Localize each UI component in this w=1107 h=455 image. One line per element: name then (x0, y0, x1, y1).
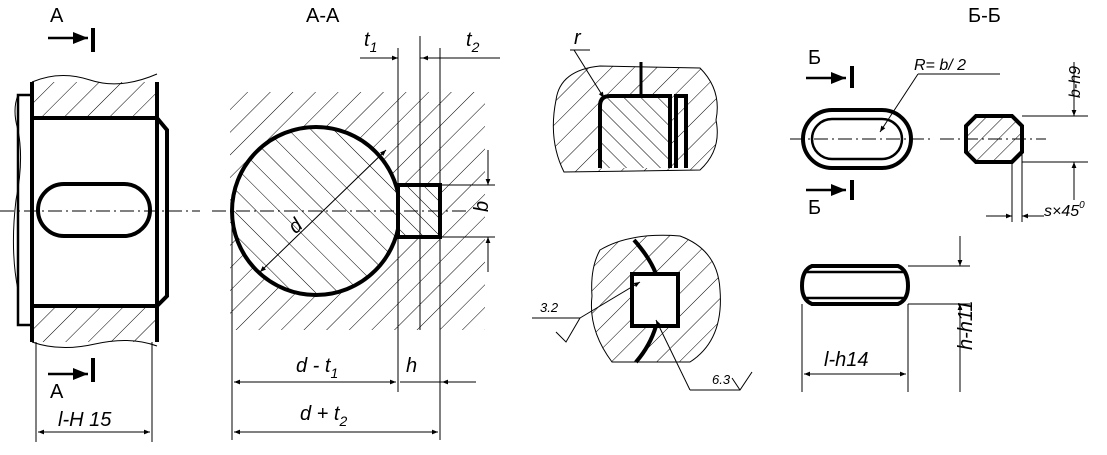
fillet-r-label: r (574, 27, 582, 49)
view-label-a: А (50, 5, 64, 27)
roughness-leader-2 (655, 319, 691, 391)
fillet-slot-wall (674, 94, 688, 168)
h-label: h (406, 355, 417, 377)
key-slot (36, 182, 152, 238)
roughness-symbol-2 (690, 371, 753, 391)
cut-b-label-top: Б (808, 47, 821, 69)
t2-label: t2 (466, 29, 480, 55)
section-bb: Б-Б Б Б R= b/ 2 b-h9 s×450 (790, 5, 1088, 392)
section-aa-title: А-А (306, 5, 340, 27)
slot-length-label: l-H 15 (58, 409, 112, 431)
key-height-tol-label: h-h11 (955, 300, 977, 350)
fillet-detail: r (552, 27, 718, 173)
section-bb-title: Б-Б (968, 5, 1001, 27)
t1-label: t1 (364, 29, 377, 55)
key-side-view (799, 264, 911, 306)
radius-leader (879, 73, 919, 133)
key-top-view-inner (810, 117, 904, 161)
hub-break-top (31, 73, 158, 85)
key-radius-label: R= b/ 2 (914, 57, 966, 74)
hub-break-bottom (31, 340, 158, 349)
fillet-leader (573, 49, 605, 99)
d-minus-t1-label: d - t1 (296, 355, 338, 381)
hub-bottom-section (32, 306, 157, 342)
hub-top-section (32, 82, 157, 118)
cut-b-label-bottom: Б (808, 197, 821, 219)
roughness-detail: 3.2 6.3 (532, 234, 753, 391)
roughness-6-3-label: 6.3 (712, 372, 731, 387)
shaft-body (32, 116, 169, 308)
fillet-detail-outline (552, 65, 718, 173)
shaft-hub-view: А А l-H 15 (0, 5, 200, 442)
roughness-symbol-1 (532, 317, 581, 343)
diameter-dim-line (259, 149, 387, 273)
section-aa: А-А d t1 t2 b (212, 5, 500, 440)
b-label: b (471, 201, 493, 212)
view-label-a-bottom: А (50, 381, 64, 403)
roughness-key-bg (632, 274, 678, 326)
key-width-tol-label: b-h9 (1067, 66, 1084, 98)
key-length-tol-label: l-h14 (824, 349, 868, 371)
key-chamfer-label: s×450 (1044, 200, 1085, 220)
roughness-split-top (632, 238, 658, 275)
shaft-break (12, 94, 22, 325)
shaft-stub (16, 93, 32, 327)
roughness-3-2-label: 3.2 (540, 300, 559, 315)
d-plus-t2-label: d + t2 (300, 403, 347, 429)
roughness-detail-outline (590, 234, 721, 363)
roughness-leader-1 (579, 281, 641, 319)
fillet-key-hatch (600, 96, 670, 168)
roughness-split-bottom (634, 325, 658, 364)
